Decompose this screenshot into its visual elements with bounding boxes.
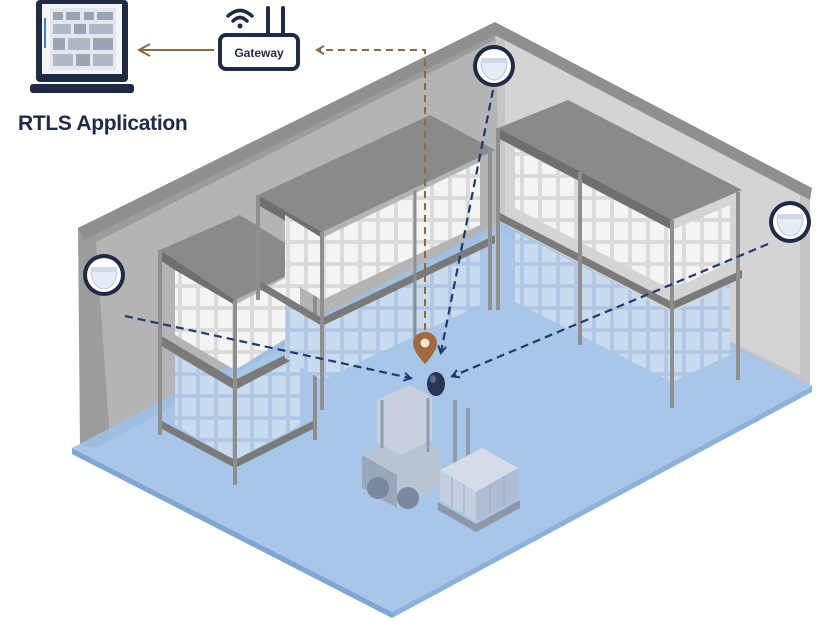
shelf-rack-middle bbox=[256, 115, 495, 410]
forklift-icon bbox=[362, 385, 520, 532]
floor-edge bbox=[72, 448, 392, 618]
shelf-rack-left bbox=[158, 215, 317, 485]
gateway-label: Gateway bbox=[234, 46, 284, 60]
signal-top-anchor bbox=[441, 89, 495, 352]
signal-left-anchor bbox=[124, 314, 410, 378]
shelf-rack-right bbox=[496, 100, 742, 408]
gateway-uplink bbox=[318, 50, 426, 330]
anchor-signals bbox=[124, 89, 769, 378]
laptop-icon bbox=[30, 0, 134, 93]
ceiling-anchor-icon bbox=[83, 254, 125, 296]
ceiling-anchor-icon bbox=[769, 201, 811, 243]
gateway-to-app-arrow bbox=[136, 43, 214, 57]
rtls-application-label: RTLS Application bbox=[18, 112, 188, 135]
gateway-router-icon: Gateway bbox=[218, 6, 300, 71]
ceiling-anchor-icon bbox=[473, 45, 515, 87]
rtls-tag bbox=[427, 372, 445, 396]
location-tag-icon bbox=[413, 332, 437, 364]
signal-right-anchor bbox=[453, 242, 769, 376]
floor-edge-right bbox=[392, 386, 812, 618]
